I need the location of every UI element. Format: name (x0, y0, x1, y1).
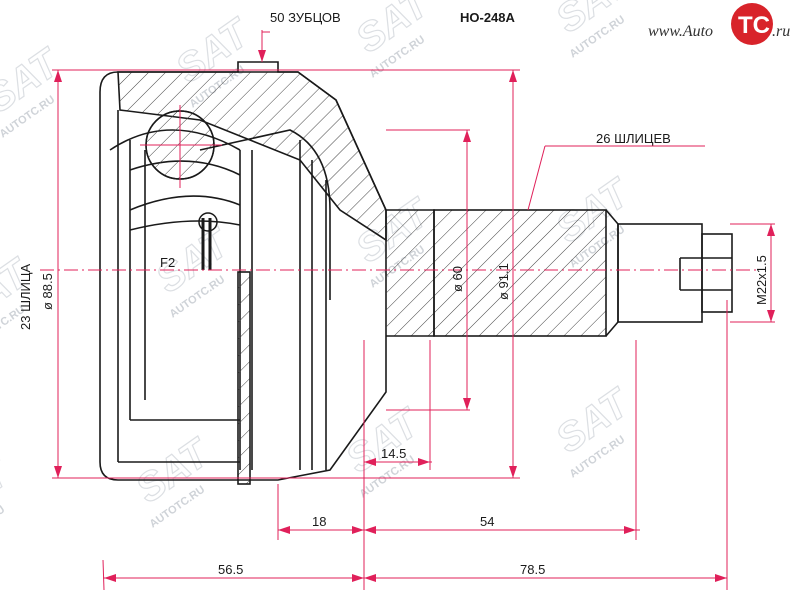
callout-f2: F2 (160, 255, 175, 270)
watermark-brand: SAT (0, 449, 19, 531)
inner-splines-label: 23 ШЛИЦА (18, 264, 33, 330)
watermark-brand: SAT (128, 429, 219, 511)
diameter-91-1: ø 91.1 (496, 263, 511, 300)
dim-14-5: 14.5 (381, 446, 406, 461)
logo-badge-icon (731, 3, 773, 45)
ball (140, 105, 222, 270)
thread-label: M22x1.5 (754, 255, 769, 305)
diameter-88-5: ø 88.5 (40, 273, 55, 310)
cv-joint-housing (99, 61, 387, 485)
outer-splines-label: 26 ШЛИЦЕВ (596, 131, 671, 146)
dimension-lines (40, 30, 775, 591)
part-number: HO-248A (460, 10, 516, 25)
watermark-site: AUTOTC.RU (0, 504, 7, 551)
dimension-arrows (54, 50, 775, 582)
logo-suffix: .ru (772, 23, 790, 40)
dim-54: 54 (480, 514, 494, 529)
autotc-logo[interactable]: www.Auto TC .ru (648, 3, 790, 45)
dim-78-5: 78.5 (520, 562, 545, 577)
teeth-label: 50 ЗУБЦОВ (270, 10, 341, 25)
dim-56-5: 56.5 (218, 562, 243, 577)
dim-18: 18 (312, 514, 326, 529)
logo-mark: TC (738, 12, 770, 39)
logo-prefix: www.Auto (648, 23, 713, 40)
diameter-60: ø 60 (450, 266, 465, 292)
stub-shaft (386, 209, 733, 337)
watermark-brand: SAT (548, 379, 639, 461)
